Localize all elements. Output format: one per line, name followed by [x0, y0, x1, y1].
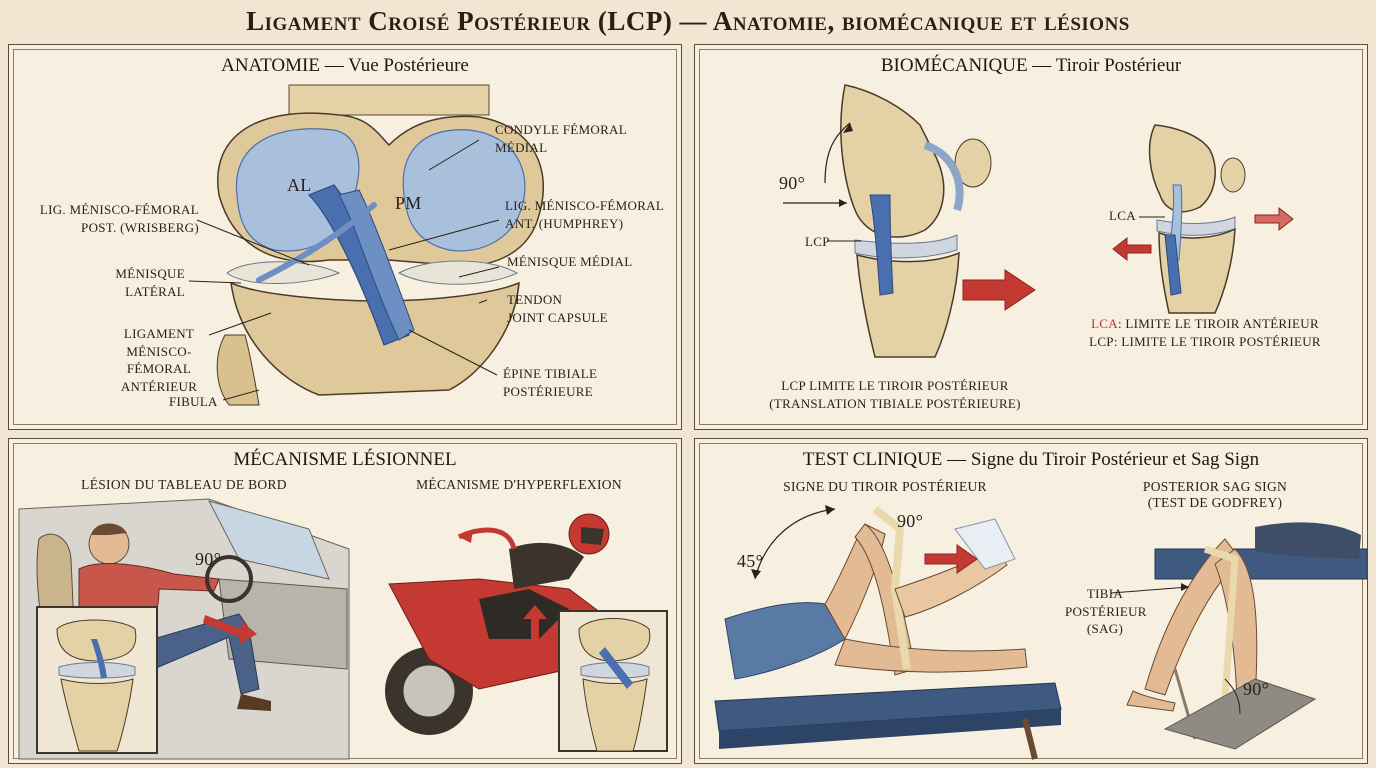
angle-90-top-label: 90°: [897, 511, 924, 531]
fibula-label: FIBULA: [169, 394, 218, 409]
anatomy-panel: ANATOMIE — Vue Postérieure: [8, 44, 682, 430]
lcp-label: LCP: [805, 234, 830, 249]
anatomy-title: ANATOMIE — Vue Postérieure: [221, 55, 469, 76]
biomech-title: BIOMÉCANIQUE — Tiroir Postérieur: [880, 55, 1182, 76]
biomech-panel: BIOMÉCANIQUE — Tiroir Postérieur 90° LCP…: [694, 44, 1368, 430]
angle-45-label: 45°: [737, 551, 764, 571]
clinical-test-illustration: [714, 505, 1367, 760]
angle-90-bottom-label: 90°: [1243, 679, 1270, 699]
posterior-drawer-illustration: [783, 84, 1294, 358]
mechanism-panel: MÉCANISME LÉSIONNEL LÉSION DU TABLEAU DE…: [8, 438, 682, 764]
drawer-sign-label: SIGNE DU TIROIR POSTÉRIEUR: [783, 479, 987, 494]
sag-sign-label: POSTERIOR SAG SIGN(TEST DE GODFREY): [1142, 479, 1288, 510]
al-bundle-label: AL: [287, 175, 312, 195]
dashboard-injury-label: LÉSION DU TABLEAU DE BORD: [81, 477, 287, 492]
biomech-angle-label: 90°: [779, 173, 806, 193]
medial-meniscus-label: MÉNISQUE MÉDIAL: [507, 254, 633, 269]
injury-mechanism-illustration: [18, 498, 668, 760]
clinical-title: TEST CLINIQUE — Signe du Tiroir Postérie…: [802, 449, 1260, 470]
pm-bundle-label: PM: [395, 193, 422, 213]
ligament-legend: LCA: LIMITE LE TIROIR ANTÉRIEUR LCP: LIM…: [1089, 316, 1321, 349]
knee-posterior-illustration: [188, 84, 544, 406]
hyperflexion-label: MÉCANISME D'HYPERFLEXION: [416, 477, 622, 492]
page-title: Ligament Croisé Postérieur (LCP) — Anato…: [246, 6, 1130, 36]
clinical-panel: TEST CLINIQUE — Signe du Tiroir Postérie…: [694, 438, 1368, 764]
lca-label: LCA: [1109, 208, 1136, 223]
dashboard-angle-label: 90°: [195, 549, 222, 569]
lcp-caption: LCP LIMITE LE TIROIR POSTÉRIEUR(TRANSLAT…: [769, 378, 1021, 411]
mechanism-title: MÉCANISME LÉSIONNEL: [233, 449, 457, 470]
